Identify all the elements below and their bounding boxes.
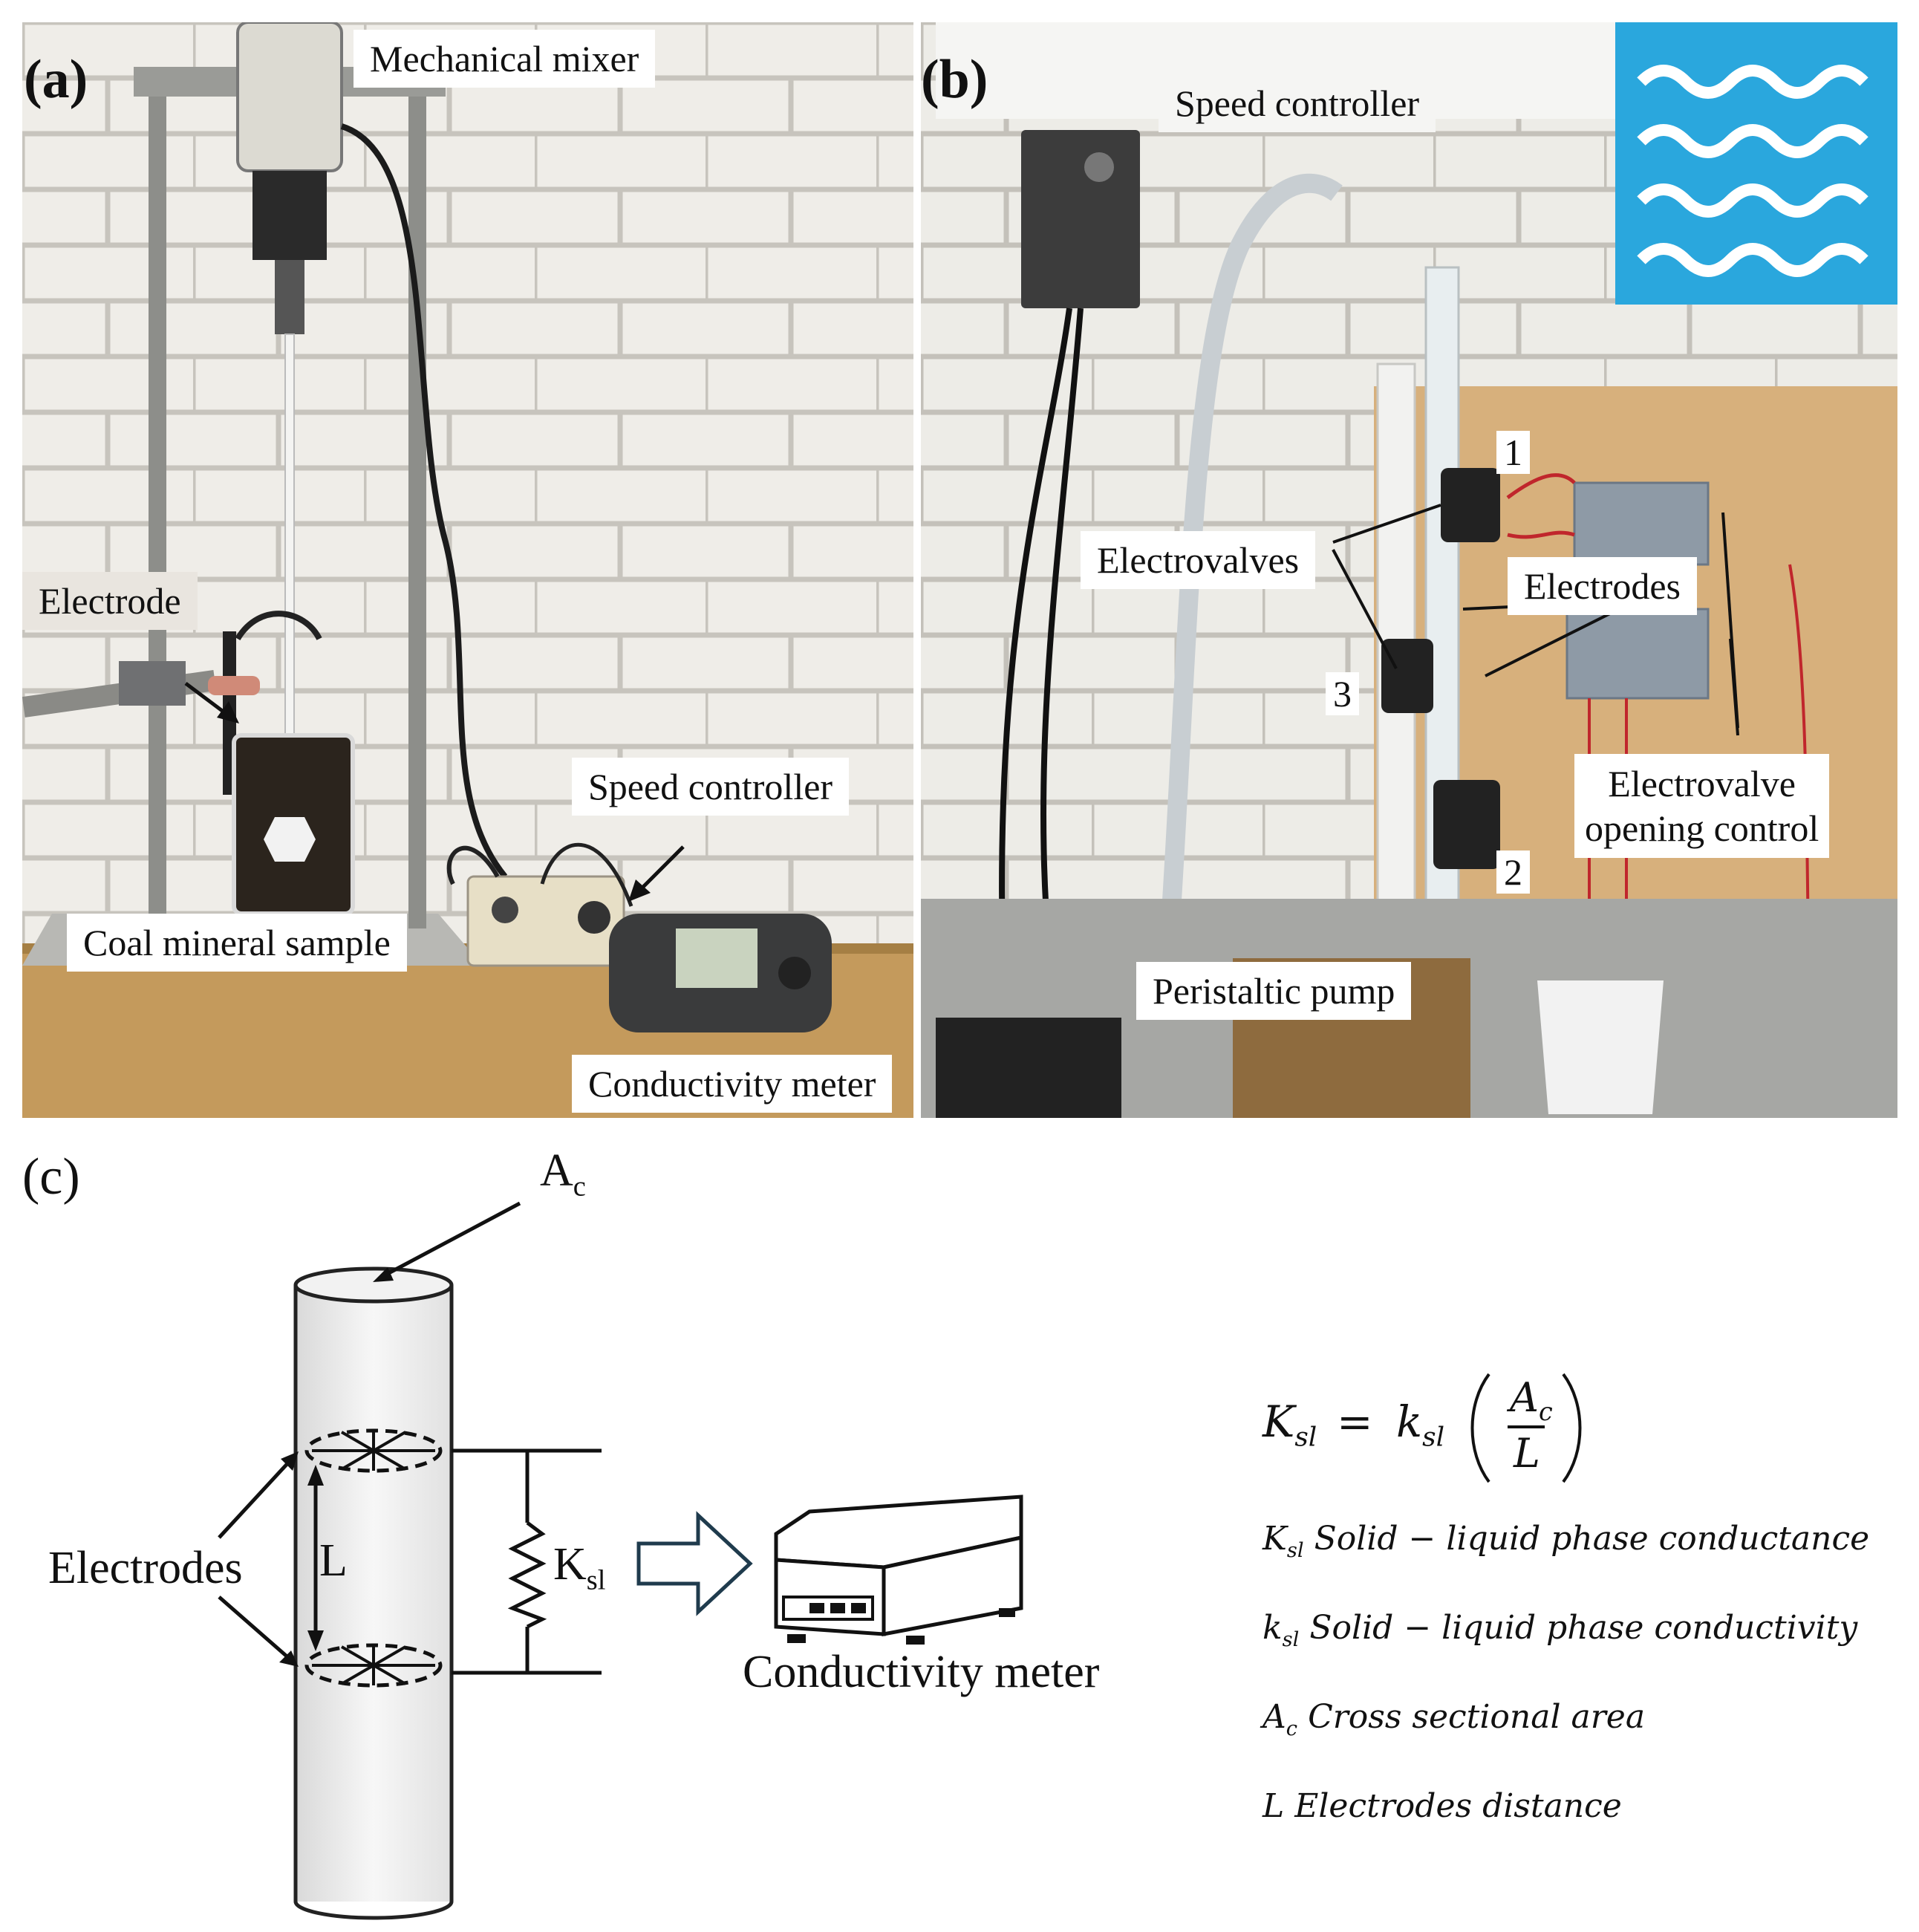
photo-panel-a: (a) Mechanical mixer Electrode Speed con… [22,22,913,1118]
electrovalve-1 [1441,468,1500,542]
electrodes-arrow-lower [218,1596,293,1662]
conductivity-meter-icon [774,1494,1023,1645]
label-conductivity-meter-a: Conductivity meter [572,1055,893,1113]
legend-row-3: Ac Cross sectional area [1262,1701,1645,1739]
eq-K-sub: sl [1294,1422,1317,1453]
legend-3-sub: c [1286,1717,1298,1740]
valve-control-line-1: Electrovalve [1608,763,1796,804]
legend-4-symbol: L [1262,1787,1285,1825]
cylinder-top [293,1266,454,1304]
resistor [507,1521,547,1629]
peristaltic-pump-device [936,1018,1121,1118]
legend-1-symbol: K [1262,1520,1287,1558]
equation-equals: = [1337,1396,1373,1447]
control-box-lower [1566,608,1710,700]
eq-k-sub: sl [1422,1422,1445,1453]
eq-A: A [1510,1374,1539,1421]
photo-panel-b: (b) Speed controller 1 Electrovalves Ele… [921,22,1897,1118]
panel-b-label: (b) [921,49,988,110]
valve-number-3: 3 [1326,672,1359,715]
legend-row-1: Ksl Solid − liquid phase conductance [1262,1523,1869,1561]
legend-2-symbol: k [1262,1609,1283,1647]
legend-row-4: L Electrodes distance [1262,1790,1622,1823]
paren-right [1562,1373,1582,1483]
legend-4-text: Electrodes distance [1294,1787,1622,1825]
legend-1-sub: sl [1286,1538,1304,1562]
bucket [1537,980,1664,1114]
controller-arrow [637,845,685,893]
ksl-subscript: sl [586,1564,606,1596]
legend-1-text: Solid − liquid phase conductance [1314,1520,1870,1558]
eq-k: k [1396,1396,1423,1447]
stand-pole-left [149,74,166,928]
label-speed-controller-a: Speed controller [572,758,850,816]
panel-a-label: (a) [24,49,88,110]
label-electrovalve-opening-control: Electrovalve opening control [1574,754,1830,858]
legend-3-symbol: A [1262,1698,1286,1736]
ksl-symbol: K [553,1539,587,1590]
valve-control-line-2: opening control [1585,807,1819,849]
equation-rhs-k: ksl [1396,1400,1444,1451]
label-peristaltic-pump: Peristaltic pump [1136,962,1412,1020]
label-electrodes-b: Electrodes [1508,557,1698,615]
schematic-panel-c [218,1201,1582,1920]
area-arrow [379,1201,521,1280]
paren-left [1470,1373,1490,1483]
label-length: L [319,1535,348,1586]
equation-lhs: Ksl [1262,1400,1317,1451]
valve-number-1: 1 [1496,431,1530,474]
label-area: Ac [540,1148,586,1201]
signal-arrow [636,1511,753,1616]
eq-A-sub: c [1539,1396,1553,1426]
hose [1156,173,1343,989]
label-speed-controller-b: Speed controller [1159,74,1436,132]
electrovalve-3 [1381,639,1433,713]
label-electrode: Electrode [22,572,198,630]
electrovalve-2 [1433,780,1500,869]
mechanical-mixer [236,22,343,172]
glass-column [1424,266,1460,1012]
equation-numerator: Ac [1510,1378,1553,1426]
area-subscript: c [573,1171,586,1203]
panel-b-scene [921,22,1897,1118]
panel-c-label: (c) [22,1148,80,1206]
mixer-cable [340,123,508,879]
label-electrodes-c: Electrodes [48,1543,243,1593]
speed-controller-b [1021,130,1140,308]
column-cylinder [296,1285,452,1902]
legend-3-text: Cross sectional area [1308,1698,1646,1736]
legend-2-text: Solid − liquid phase conductivity [1309,1609,1858,1647]
area-symbol: A [540,1145,573,1196]
equation-denominator: L [1514,1430,1540,1477]
legend-row-2: ksl Solid − liquid phase conductivity [1262,1612,1857,1650]
electrodes-arrow-upper [218,1458,293,1539]
label-coal-mineral-sample: Coal mineral sample [67,914,407,972]
valve-number-2: 2 [1496,850,1530,894]
label-conductivity-meter-c: Conductivity meter [743,1647,1100,1697]
label-mechanical-mixer: Mechanical mixer [354,30,656,88]
legend-2-sub: sl [1282,1627,1300,1651]
stand-pole-right [408,74,426,928]
control-box-upper [1573,481,1710,566]
label-ksl: Ksl [553,1541,605,1595]
label-electrovalves: Electrovalves [1081,531,1316,589]
eq-K: K [1262,1396,1295,1447]
poster [1615,22,1897,305]
